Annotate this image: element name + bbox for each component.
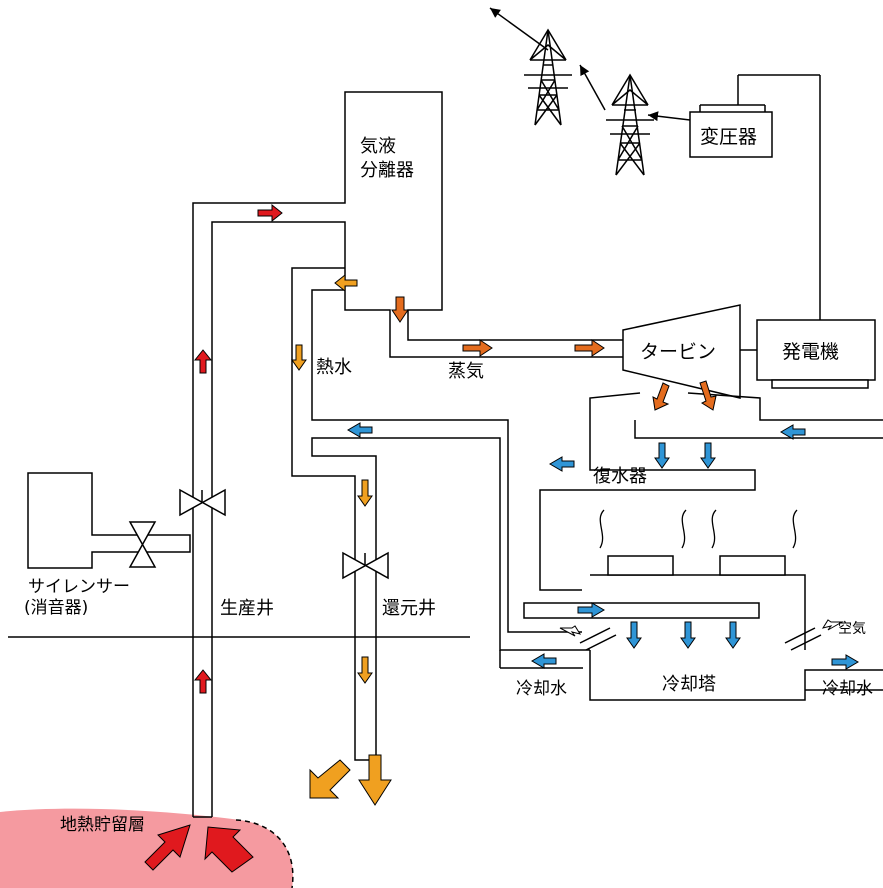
cooling-water-right-label: 冷却水 [822,679,873,699]
flow-arrows-cooling [347,422,859,670]
hot-water-label: 熱水 [316,357,352,378]
production-well-valve [179,488,226,517]
transformer-to-tower [647,111,691,122]
air-louver-left [579,627,617,651]
transformer-box [689,111,773,158]
hot-water-pipe [291,267,590,761]
generator [756,319,876,381]
fan-left [599,509,687,549]
transmission-tower-2 [606,73,654,176]
silencer-label-line2: (消音器) [24,598,88,618]
air-label: 空気 [838,621,866,637]
condenser [539,392,883,591]
generator-base [771,379,869,389]
tower-outgoing [489,7,549,51]
turbine [622,304,741,399]
silencer-valve [128,521,157,568]
separator-label-line2: 分離器 [360,160,414,181]
tower-to-tower [579,64,606,111]
production-well-pipe [192,91,625,818]
steam-label: 蒸気 [448,361,484,382]
transmission-tower-1 [524,28,572,126]
flow-arrows-hot-water [291,273,392,806]
reinjection-well-label: 還元井 [382,598,436,619]
condenser-label: 復水器 [593,466,647,487]
separator-label-line1: 気液 [360,136,396,157]
fan-right [711,509,798,549]
geothermal-reservoir [0,808,293,888]
production-well-label: 生産井 [220,598,274,619]
generator-label: 発電機 [782,341,839,363]
flow-arrows-steam [391,296,717,411]
air-inlet-right [821,619,844,631]
silencer-label-line1: サイレンサー [28,577,130,597]
reservoir-boundary [235,819,294,888]
air-inlet-left [559,625,582,637]
turbine-label: タービン [640,341,716,363]
cooling-tower-label: 冷却塔 [662,674,716,695]
silencer [27,472,191,569]
cooling-water-distributor [523,602,760,619]
flow-arrows-geothermal [144,203,283,873]
reinjection-well-valve [342,551,389,580]
air-louver-right [784,627,822,651]
reservoir-label: 地熱貯留層 [60,815,145,835]
transformer-label: 変圧器 [700,126,757,148]
cooling-water-left-label: 冷却水 [516,679,567,699]
